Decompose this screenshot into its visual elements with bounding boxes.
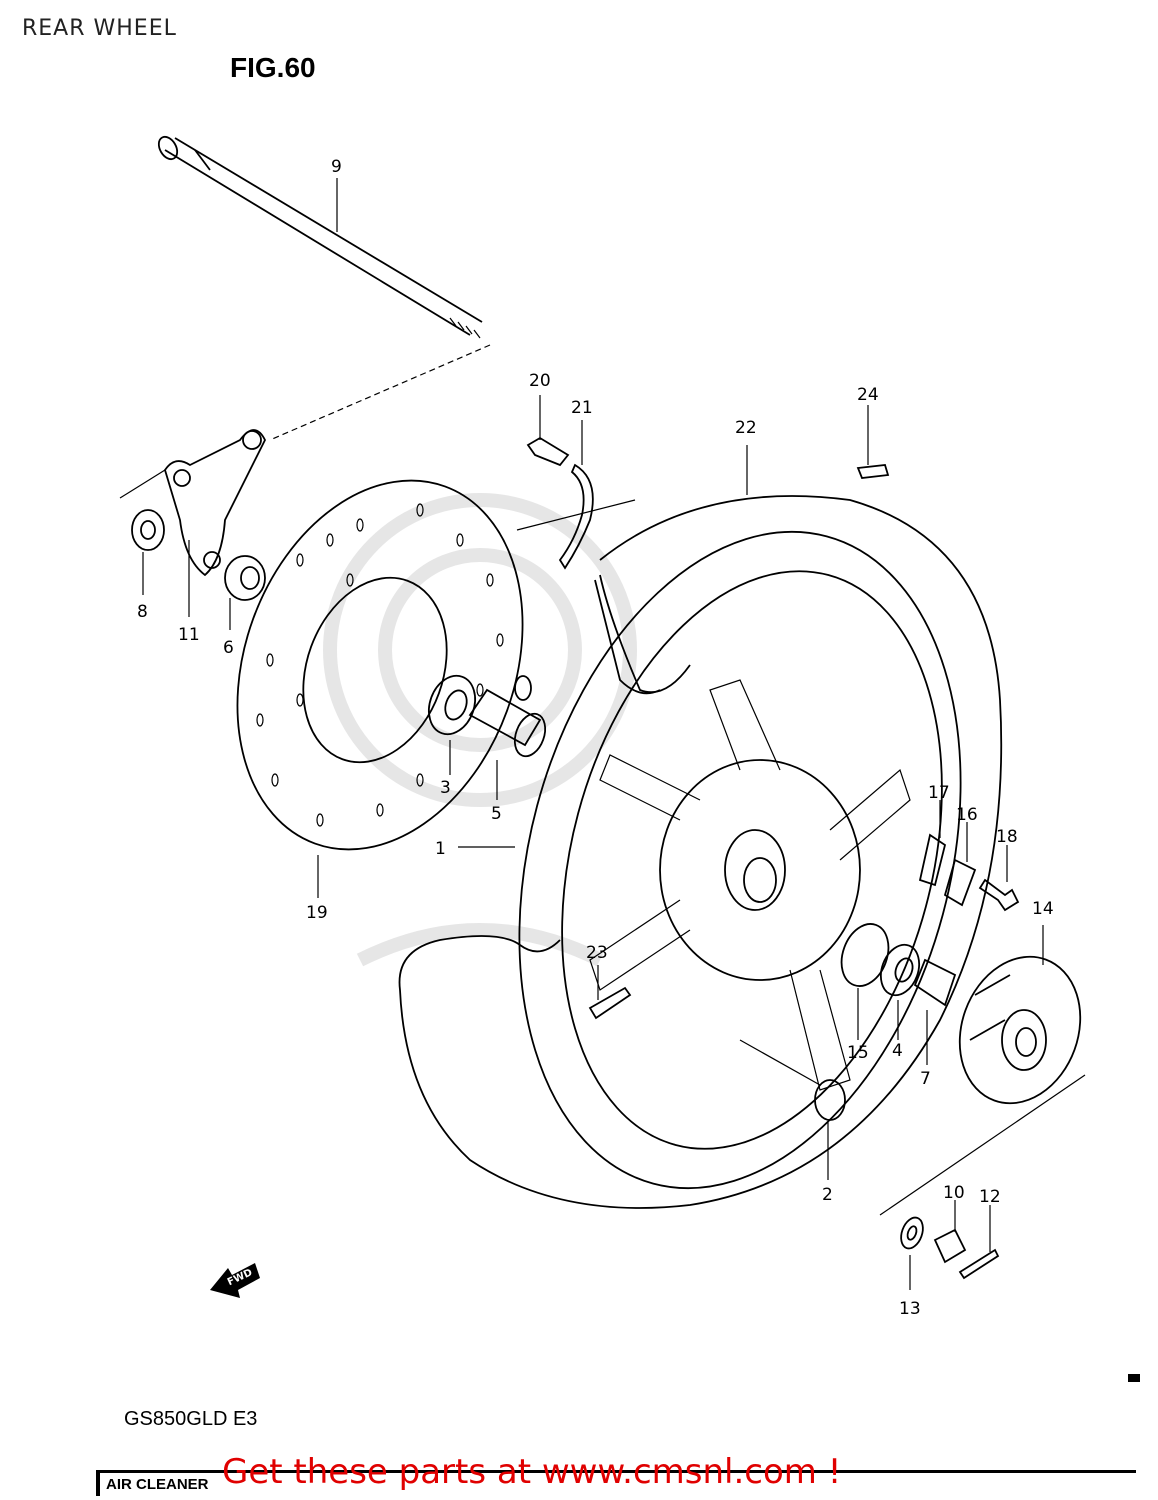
spacer-part-5 [468, 675, 547, 800]
washer-part-13 [879, 1074, 1086, 1290]
lock-washer-part-21 [558, 420, 594, 570]
callout-9: 9 [331, 157, 342, 177]
bolt-part-18 [978, 845, 1020, 912]
figure-label: FIG.60 [230, 52, 316, 83]
page-marker [1128, 1374, 1140, 1382]
spacer-part-2 [739, 1039, 846, 1180]
callout-8: 8 [137, 602, 148, 622]
callout-20: 20 [529, 371, 551, 391]
callout-7: 7 [920, 1069, 931, 1089]
callout-21: 21 [571, 398, 593, 418]
promo-link[interactable]: Get these parts at www.cmsnl.com ! [222, 1452, 842, 1492]
bearing-part-3 [428, 674, 476, 775]
next-section-strip [96, 1470, 1136, 1496]
caliper-bracket-part-11 [119, 429, 267, 630]
bolt-part-20 [526, 395, 570, 467]
callout-24: 24 [857, 385, 879, 405]
castle-nut-part-10 [933, 1200, 967, 1264]
callout-14: 14 [1032, 899, 1054, 919]
spacer-part-7 [913, 958, 957, 1065]
callout-17: 17 [928, 783, 950, 803]
callout-15: 15 [847, 1043, 869, 1063]
cotter-pin-part-12 [958, 1205, 1000, 1280]
watermark-logo [323, 493, 637, 967]
callout-2: 2 [822, 1185, 833, 1205]
callout-22: 22 [735, 418, 757, 438]
callout-3: 3 [440, 778, 451, 798]
callout-10: 10 [943, 1183, 965, 1203]
o-ring-part-15 [840, 923, 890, 1040]
balance-weight-part-24 [856, 405, 890, 479]
callout-5: 5 [491, 804, 502, 824]
bearing-part-4 [879, 943, 921, 1040]
callout-13: 13 [899, 1299, 921, 1319]
model-label: GS850GLD E3 [124, 1408, 258, 1430]
callout-12: 12 [979, 1187, 1001, 1207]
plate-part-17 [918, 800, 947, 887]
callout-23: 23 [586, 943, 608, 963]
tire-part-22 [398, 445, 1003, 1209]
callout-16: 16 [956, 805, 978, 825]
axle-part-9 [157, 135, 491, 441]
washer-part-16 [943, 822, 977, 907]
fwd-arrow-icon: FWD [210, 1263, 260, 1298]
callout-1: 1 [435, 839, 446, 859]
rim-part-1 [458, 530, 962, 1190]
callout-11: 11 [178, 625, 200, 645]
brake-disc-part-19 [236, 479, 636, 898]
next-section-text: AIR CLEANER [106, 1476, 209, 1493]
callout-6: 6 [223, 638, 234, 658]
sprocket-drum-part-14 [958, 925, 1082, 1105]
valve-part-23 [588, 965, 632, 1020]
callout-19: 19 [306, 903, 328, 923]
callout-labels: 1 2 3 4 5 6 7 8 9 10 11 12 13 14 15 16 1… [137, 157, 1054, 1319]
callout-4: 4 [892, 1041, 903, 1061]
callout-18: 18 [996, 827, 1018, 847]
page-title: REAR WHEEL [22, 16, 177, 41]
